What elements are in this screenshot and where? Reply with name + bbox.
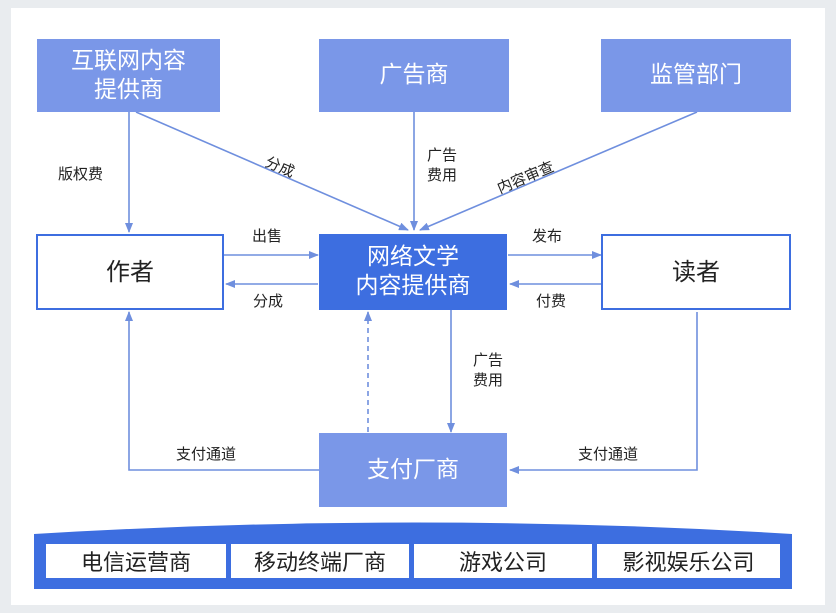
label-payment-channel-left: 支付通道 — [176, 445, 237, 463]
arrow-content-review — [419, 111, 698, 231]
arrow-share-top — [135, 111, 409, 231]
node-advertiser: 广告商 — [319, 39, 509, 112]
bottom-item-mobile-terminal-vendor: 移动终端厂商 — [231, 544, 409, 578]
label-payment-channel-right: 支付通道 — [578, 445, 639, 463]
label-ad-fee-bottom: 广告 费用 — [473, 351, 504, 390]
label-share-mid: 分成 — [253, 292, 284, 310]
label-ad-fee-top: 广告 费用 — [427, 146, 458, 185]
label-publish: 发布 — [532, 227, 563, 245]
label-copyright-fee: 版权费 — [58, 165, 104, 183]
node-author: 作者 — [36, 234, 224, 310]
arrow-channel-right — [509, 312, 698, 474]
label-sell: 出售 — [252, 227, 283, 245]
node-reader: 读者 — [601, 234, 791, 310]
node-web-literature-platform: 网络文学 内容提供商 — [319, 234, 507, 310]
bottom-item-film-entertainment-company: 影视娱乐公司 — [597, 544, 780, 578]
bottom-item-game-company: 游戏公司 — [414, 544, 592, 578]
node-regulator: 监管部门 — [601, 39, 791, 112]
node-internet-content-provider: 互联网内容 提供商 — [37, 39, 220, 112]
label-pay: 付费 — [536, 292, 567, 310]
bottom-item-telecom-operator: 电信运营商 — [46, 544, 226, 578]
arrow-channel-left — [125, 311, 320, 471]
node-payment-vendor: 支付厂商 — [319, 433, 507, 507]
